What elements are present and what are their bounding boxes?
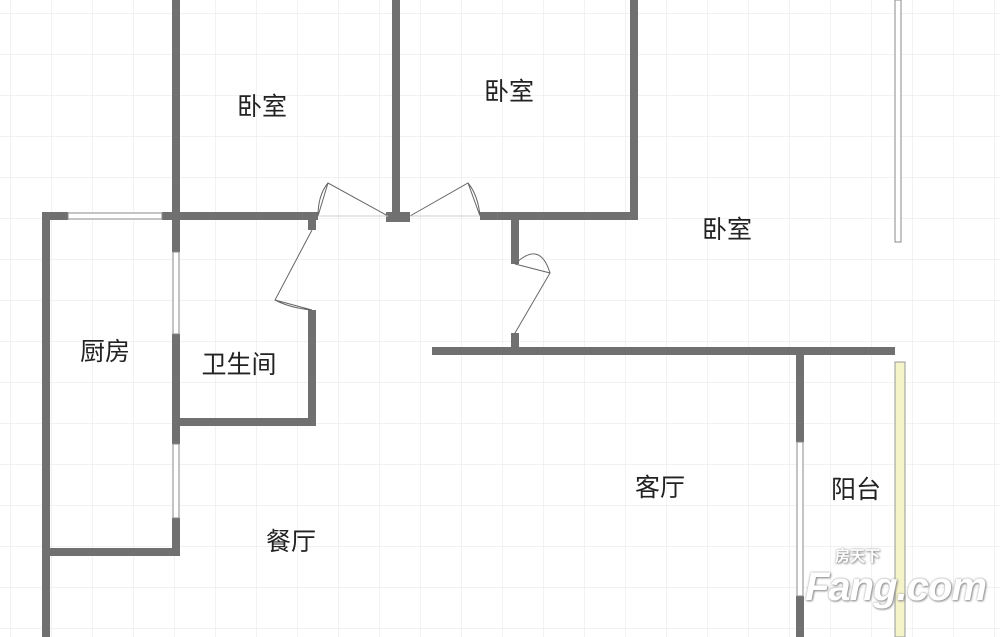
watermark-brand: Fang.com — [805, 565, 987, 609]
room-label-balcony: 阳台 — [830, 475, 882, 504]
room-label-bedroom-2: 卧室 — [483, 77, 535, 106]
room-label-living-room: 客厅 — [634, 473, 686, 502]
watermark-logo: 房天下 Fang.com — [805, 548, 987, 609]
room-label-bathroom: 卫生间 — [201, 350, 277, 379]
room-label-bedroom-3: 卧室 — [701, 215, 753, 244]
balcony-rail — [894, 361, 906, 637]
room-label-dining-room: 餐厅 — [265, 527, 317, 556]
room-label-bedroom-1: 卧室 — [236, 92, 288, 121]
watermark-cn: 房天下 — [835, 548, 881, 565]
room-label-kitchen: 厨房 — [79, 337, 131, 366]
walls — [42, 0, 895, 637]
windows — [67, 0, 902, 597]
doors — [274, 182, 551, 334]
